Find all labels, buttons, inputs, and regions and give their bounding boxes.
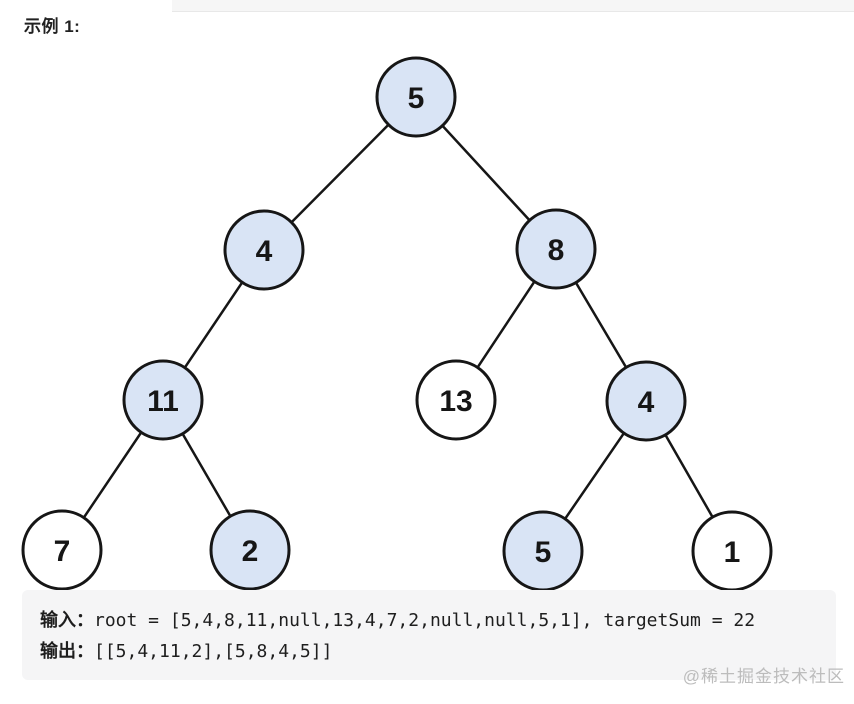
tree-node-circle-highlighted <box>375 56 457 138</box>
output-value: [[5,4,11,2],[5,8,4,5]] <box>94 641 333 662</box>
tree-node: 4 <box>605 360 687 442</box>
tree-node-label: 5 <box>535 536 552 569</box>
tree-node-circle <box>21 509 103 591</box>
tree-node-label: 8 <box>548 234 565 267</box>
tree-node: 11 <box>122 359 204 441</box>
tree-node: 7 <box>21 509 103 591</box>
top-strip <box>172 0 854 12</box>
tree-node-circle-highlighted <box>122 359 204 441</box>
tree-node: 5 <box>375 56 457 138</box>
tree-node: 4 <box>223 209 305 291</box>
tree-node: 8 <box>515 208 597 290</box>
tree-node-label: 13 <box>439 385 472 418</box>
binary-tree-diagram: 5 4 8 11 13 4 7 2 5 1 <box>21 56 773 592</box>
tree-node-label: 4 <box>256 235 273 268</box>
tree-node-circle-highlighted <box>605 360 687 442</box>
example-io-block: 输入：root = [5,4,8,11,null,13,4,7,2,null,n… <box>22 590 836 680</box>
tree-node: 13 <box>415 359 497 441</box>
watermark: @稀土掘金技术社区 <box>682 667 845 686</box>
tree-node-label: 11 <box>147 385 179 418</box>
input-value: root = [5,4,8,11,null,13,4,7,2,null,null… <box>94 610 756 631</box>
tree-node-circle-highlighted <box>515 208 597 290</box>
tree-node-circle-highlighted <box>209 509 291 591</box>
input-line: 输入：root = [5,4,8,11,null,13,4,7,2,null,n… <box>40 605 818 636</box>
input-label: 输入： <box>40 610 94 631</box>
tree-node-label: 1 <box>724 536 741 569</box>
tree-node: 5 <box>502 510 584 592</box>
tree-node-circle <box>415 359 497 441</box>
output-line: 输出：[[5,4,11,2],[5,8,4,5]] <box>40 636 818 667</box>
tree-node-label: 5 <box>408 82 425 115</box>
example-label: 示例 1: <box>24 17 81 36</box>
tree-node-label: 4 <box>638 386 655 419</box>
tree-node-circle-highlighted <box>223 209 305 291</box>
tree-node: 2 <box>209 509 291 591</box>
tree-node-label: 7 <box>54 535 71 568</box>
tree-node: 1 <box>691 510 773 592</box>
output-label: 输出： <box>40 641 94 662</box>
tree-node-label: 2 <box>242 535 259 568</box>
